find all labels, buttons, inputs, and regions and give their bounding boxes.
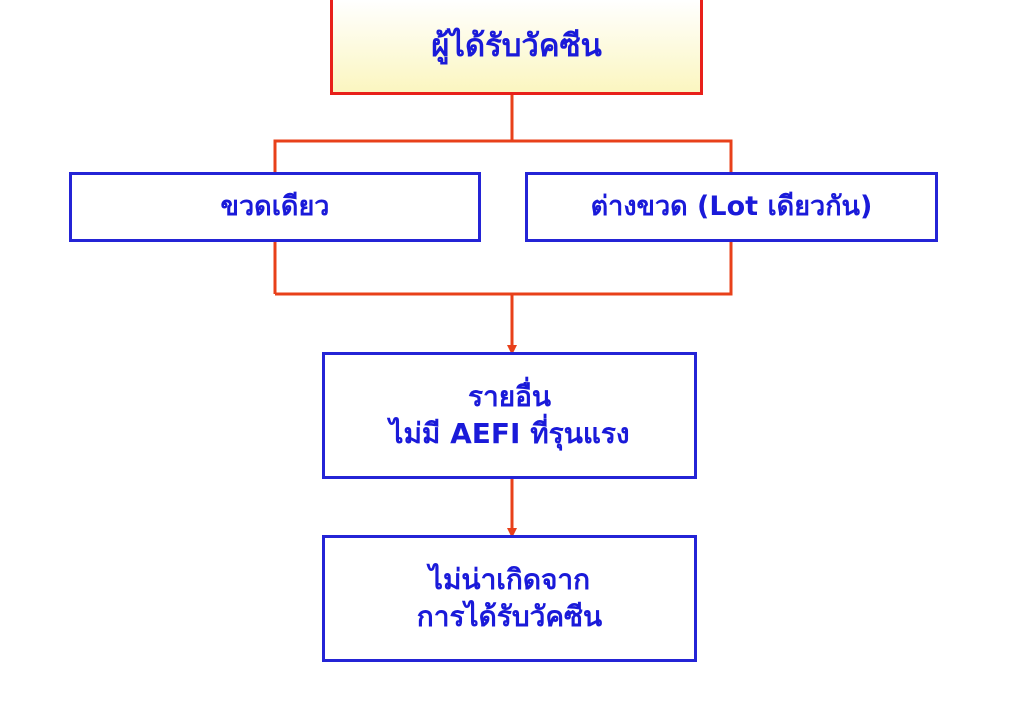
node-others-line2: ไม่มี AEFI ที่รุนแรง bbox=[389, 416, 630, 450]
node-unlikely-from-vaccine: ไม่น่าเกิดจาก การได้รับวัคซีน bbox=[322, 535, 697, 662]
node-unlikely-line1: ไม่น่าเกิดจาก bbox=[428, 563, 591, 597]
node-vaccine-recipient-label: ผู้ได้รับวัคซีน bbox=[431, 27, 602, 64]
node-others-no-severe-aefi: รายอื่น ไม่มี AEFI ที่รุนแรง bbox=[322, 352, 697, 479]
node-unlikely-line2: การได้รับวัคซีน bbox=[416, 599, 603, 633]
node-others-line1: รายอื่น bbox=[467, 380, 552, 414]
node-vaccine-recipient: ผู้ได้รับวัคซีน bbox=[330, 0, 703, 95]
node-same-vial-label: ขวดเดียว bbox=[220, 191, 330, 223]
node-different-vial: ต่างขวด (Lot เดียวกัน) bbox=[525, 172, 938, 242]
node-same-vial: ขวดเดียว bbox=[69, 172, 481, 242]
node-different-vial-label: ต่างขวด (Lot เดียวกัน) bbox=[590, 191, 873, 223]
